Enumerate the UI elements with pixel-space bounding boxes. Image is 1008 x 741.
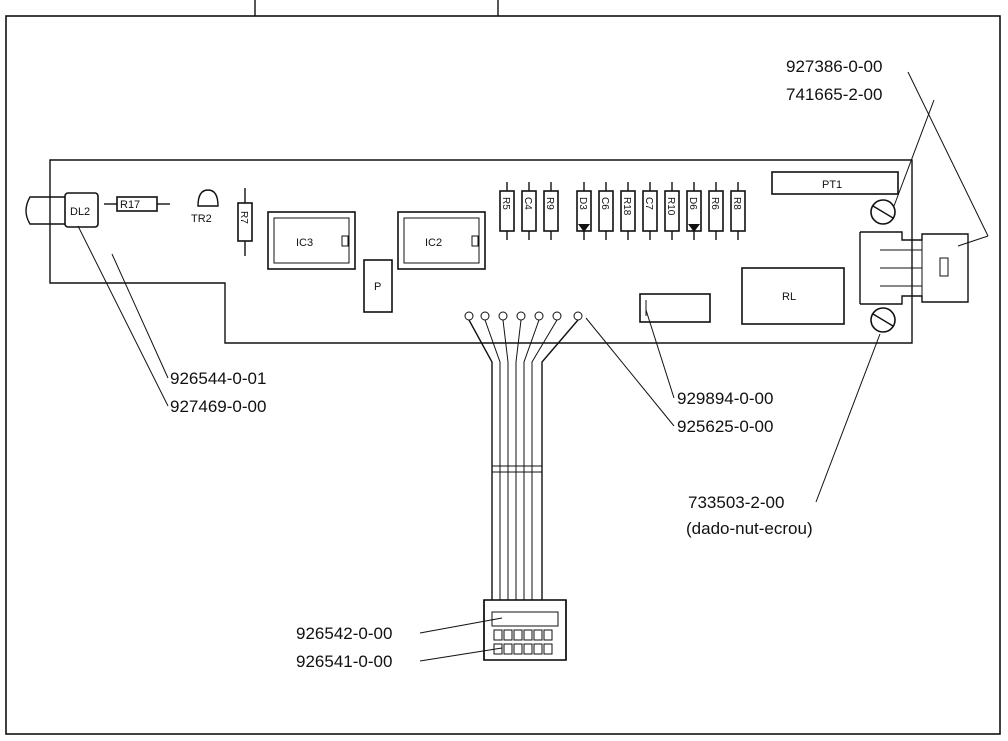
diode-d3: D3 (576, 182, 592, 240)
label-c7: C7 (643, 197, 654, 210)
label-r7: R7 (238, 211, 249, 224)
relay-rl: RL (741, 267, 845, 325)
label-ic3: IC3 (296, 237, 313, 249)
component-929894 (639, 293, 711, 323)
label-rl: RL (782, 291, 796, 303)
capacitor-c7: C7 (642, 182, 658, 240)
callout-925625: 925625-0-00 (677, 417, 773, 436)
resistor-r17: R17 (104, 196, 170, 212)
callout-926542: 926542-0-00 (296, 624, 392, 643)
label-r10: R10 (665, 197, 676, 216)
label-r17: R17 (120, 199, 140, 211)
resistor-r9: R9 (543, 182, 559, 240)
chip-ic3: IC3 (267, 211, 356, 270)
capacitor-c6: C6 (598, 182, 614, 240)
diagram-frame (5, 15, 1001, 735)
pcb-board (49, 159, 913, 344)
callout-927386: 927386-0-00 (786, 57, 882, 76)
component-pt1: PT1 (771, 171, 899, 195)
bottom-connector (483, 599, 567, 661)
connector-housing (859, 231, 969, 305)
component-p: P (363, 259, 393, 313)
callout-926541: 926541-0-00 (296, 652, 392, 671)
label-r8: R8 (731, 197, 742, 210)
label-r18: R18 (621, 197, 632, 216)
callout-926544: 926544-0-01 (170, 369, 266, 388)
chip-ic2: IC2 (397, 211, 486, 270)
leader-lines (77, 71, 989, 662)
label-tr2: TR2 (191, 213, 212, 225)
capacitor-c4: C4 (521, 182, 537, 240)
callout-929894: 929894-0-00 (677, 389, 773, 408)
transistor-tr2: TR2 (191, 189, 219, 225)
label-r5: R5 (500, 197, 511, 210)
resistor-r10: R10 (664, 182, 680, 240)
callout-733503: 733503-2-00 (688, 493, 784, 512)
ribbon-cable (468, 319, 579, 660)
label-p: P (374, 281, 381, 293)
label-r6: R6 (709, 197, 720, 210)
label-r9: R9 (544, 197, 555, 210)
callout-733503-note: (dado-nut-ecrou) (686, 519, 813, 538)
label-ic2: IC2 (425, 237, 442, 249)
callout-927469: 927469-0-00 (170, 397, 266, 416)
led-dl2: DL2 (25, 192, 99, 228)
resistor-r18: R18 (620, 182, 636, 240)
resistor-r8: R8 (730, 182, 746, 240)
label-pt1: PT1 (822, 179, 842, 191)
label-dl2: DL2 (70, 206, 90, 218)
resistor-r5: R5 (499, 182, 515, 240)
cable-terminals (464, 311, 583, 321)
label-c6: C6 (599, 197, 610, 210)
screw-bottom (870, 307, 896, 333)
diode-d6: D6 (686, 182, 702, 240)
resistor-r6: R6 (708, 182, 724, 240)
resistor-r7: R7 (237, 188, 253, 256)
label-c4: C4 (522, 197, 533, 210)
resistor-row: R5 C4 R9 D3 C6 R18 C7 R10 D6 R6 R8 (499, 182, 746, 240)
callout-741665: 741665-2-00 (786, 85, 882, 104)
screw-top (870, 199, 896, 225)
label-d6: D6 (687, 197, 698, 210)
label-d3: D3 (577, 197, 588, 210)
